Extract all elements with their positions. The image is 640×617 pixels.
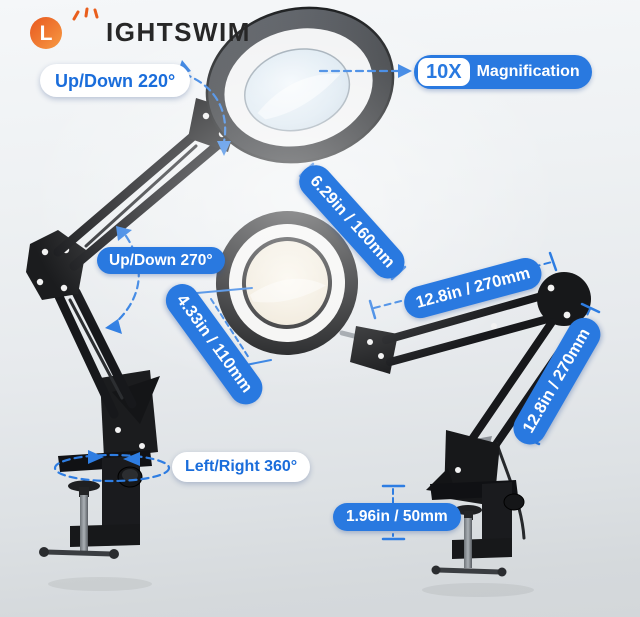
shadow-right-clamp xyxy=(422,583,534,597)
rotation-ellipse-360-icon xyxy=(53,453,171,483)
head-mount-right xyxy=(339,326,398,374)
callout-arm-tilt-270: Up/Down 270° xyxy=(97,247,225,274)
dimension-tick xyxy=(580,302,601,314)
rotation-arc-270-icon xyxy=(110,234,140,328)
magnifier-lamp-left xyxy=(26,6,395,559)
upper-arm-right xyxy=(382,288,570,366)
clamp-base-right xyxy=(426,430,525,577)
arrow-icon xyxy=(398,64,412,78)
dimension-tick xyxy=(196,287,253,294)
arrow-icon xyxy=(88,450,104,464)
dimension-tick xyxy=(368,299,377,320)
arrow-icon xyxy=(123,452,140,466)
magnification-label: Magnification xyxy=(476,63,580,80)
lower-arm-left xyxy=(51,285,137,419)
dimension-line xyxy=(210,298,250,359)
elbow-joint-right xyxy=(537,272,591,326)
callout-head-tilt-220: Up/Down 220° xyxy=(40,64,191,97)
callout-magnification: 10X Magnification xyxy=(414,55,592,89)
rotation-arc-220-icon xyxy=(182,72,227,144)
magnifier-head-left xyxy=(205,6,395,164)
callout-clamp-opening: 1.96in / 50mm xyxy=(333,503,461,531)
arrow-icon xyxy=(217,141,231,156)
magnifier-lamp-right xyxy=(215,211,591,577)
logo-initial: L xyxy=(40,22,53,45)
shadow-left-clamp xyxy=(48,577,152,591)
logo-mark-icon: L xyxy=(30,7,99,49)
logo-rays-icon xyxy=(72,7,99,21)
arrow-icon xyxy=(116,226,132,241)
arrow-icon xyxy=(105,319,122,334)
upper-arm-left xyxy=(53,115,231,271)
brand-logo: L IGHTSWIM xyxy=(26,6,251,52)
logo-text: IGHTSWIM xyxy=(106,16,251,47)
magnification-value-badge: 10X xyxy=(418,58,470,86)
magnifier-head-right xyxy=(215,211,359,355)
callout-base-rotation-360: Left/Right 360° xyxy=(172,452,311,482)
dimension-tick xyxy=(548,251,558,272)
